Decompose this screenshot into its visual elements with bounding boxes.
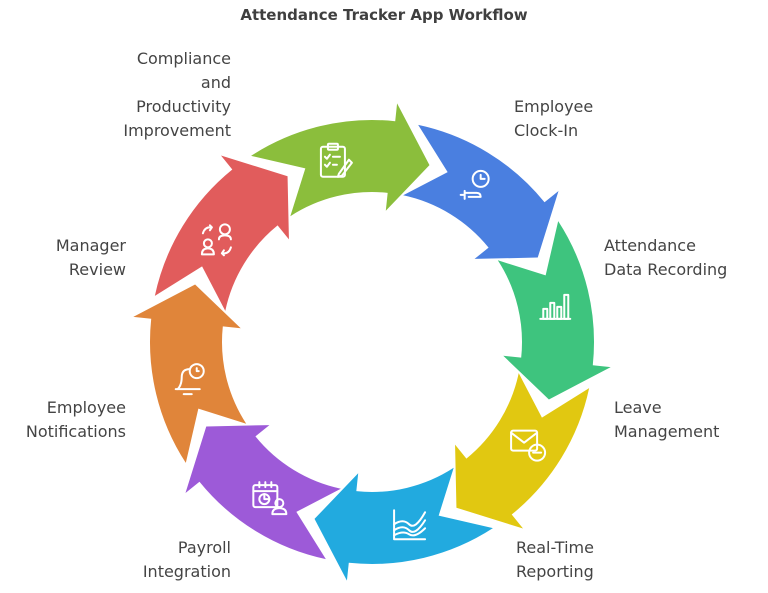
bell-alarm-icon (174, 363, 205, 396)
label-payroll-integration: Payroll Integration (142, 538, 231, 581)
label-attendance-data-recording: Attendance Data Recording (604, 236, 728, 279)
label-employee-notifications: Employee Notifications (25, 398, 126, 441)
cycle-segment-4 (185, 425, 341, 560)
cycle-segment-7 (251, 103, 430, 217)
calendar-user-icon (252, 481, 288, 516)
label-real-time-reporting: Real-Time Reporting (516, 538, 594, 581)
label-leave-management: Leave Management (614, 398, 720, 441)
envelope-minus-icon (510, 429, 547, 462)
clipboard-checklist-icon (319, 142, 353, 178)
area-chart-icon (393, 509, 427, 541)
cycle-segment-0 (403, 124, 559, 259)
cycle-segment-3 (314, 467, 493, 581)
label-manager-review: Manager Review (55, 236, 126, 279)
bar-chart-icon (539, 293, 572, 320)
label-compliance-productivity: Compliance and Productivity Improvement (123, 49, 231, 140)
label-employee-clock-in: Employee Clock-In (514, 97, 594, 140)
users-exchange-icon (200, 223, 232, 257)
diagram-title: Attendance Tracker App Workflow (240, 6, 528, 24)
clock-hand-icon (459, 169, 490, 200)
